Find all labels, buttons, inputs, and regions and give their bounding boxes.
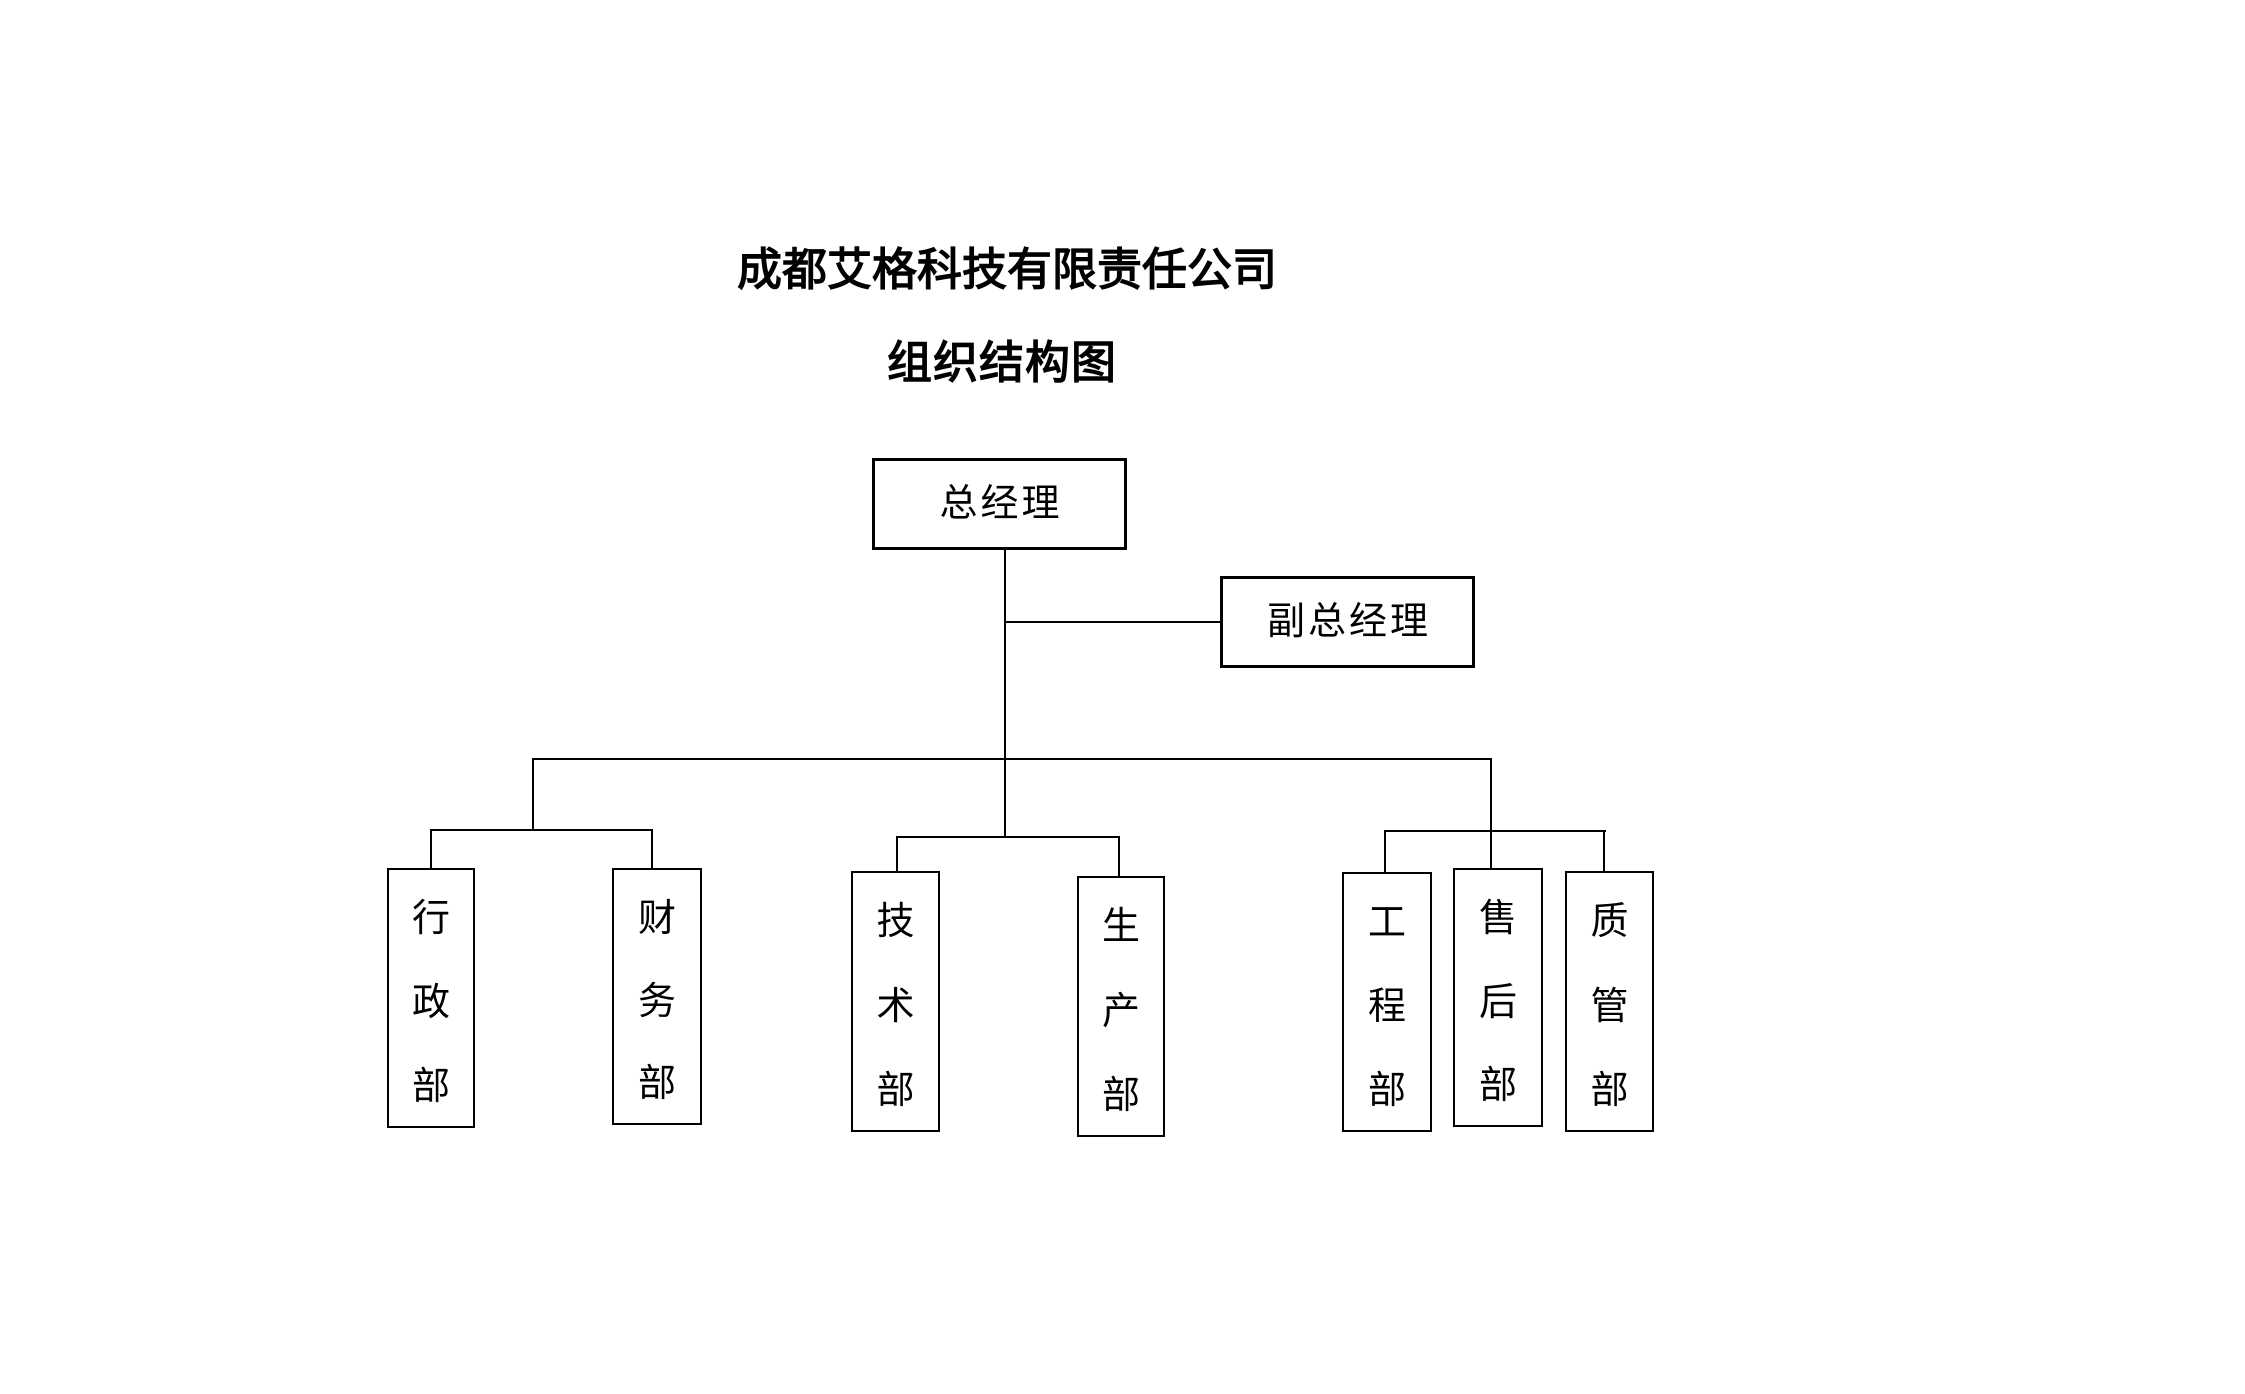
org-box-admin-dept: 行政部 <box>387 868 475 1128</box>
connector-drop-finance <box>651 829 653 870</box>
deputy-general-manager-label: 副总经理 <box>1266 601 1431 643</box>
connector-right-feeder <box>1490 758 1492 832</box>
org-box-aftersales-dept: 售后部 <box>1453 868 1543 1127</box>
connector-drop-production <box>1118 836 1120 878</box>
connector-left-feeder <box>532 758 534 831</box>
org-box-finance-dept: 财务部 <box>612 868 702 1125</box>
connector-drop-technology <box>896 836 898 873</box>
connector-left-group <box>430 829 653 831</box>
org-box-general-manager: 总经理 <box>872 458 1127 550</box>
org-box-technology-dept: 技术部 <box>851 871 940 1132</box>
org-box-quality-dept: 质管部 <box>1565 871 1654 1132</box>
chart-subtitle: 组织结构图 <box>886 337 1118 388</box>
connector-drop-aftersales <box>1490 830 1492 870</box>
connector-right-group <box>1384 830 1606 832</box>
company-title: 成都艾格科技有限责任公司 <box>736 244 1278 295</box>
connector-drop-engineering <box>1384 830 1386 874</box>
org-box-engineering-dept: 工程部 <box>1342 872 1432 1132</box>
connector-root-stem <box>1004 550 1006 838</box>
general-manager-label: 总经理 <box>939 483 1063 525</box>
connector-deputy-branch <box>1004 621 1221 623</box>
connector-main-horizontal <box>532 758 1492 760</box>
org-box-deputy-general-manager: 副总经理 <box>1220 576 1475 668</box>
connector-drop-admin <box>430 829 432 870</box>
org-box-production-dept: 生产部 <box>1077 876 1165 1137</box>
connector-drop-quality <box>1603 830 1605 873</box>
connector-middle-group <box>896 836 1120 838</box>
